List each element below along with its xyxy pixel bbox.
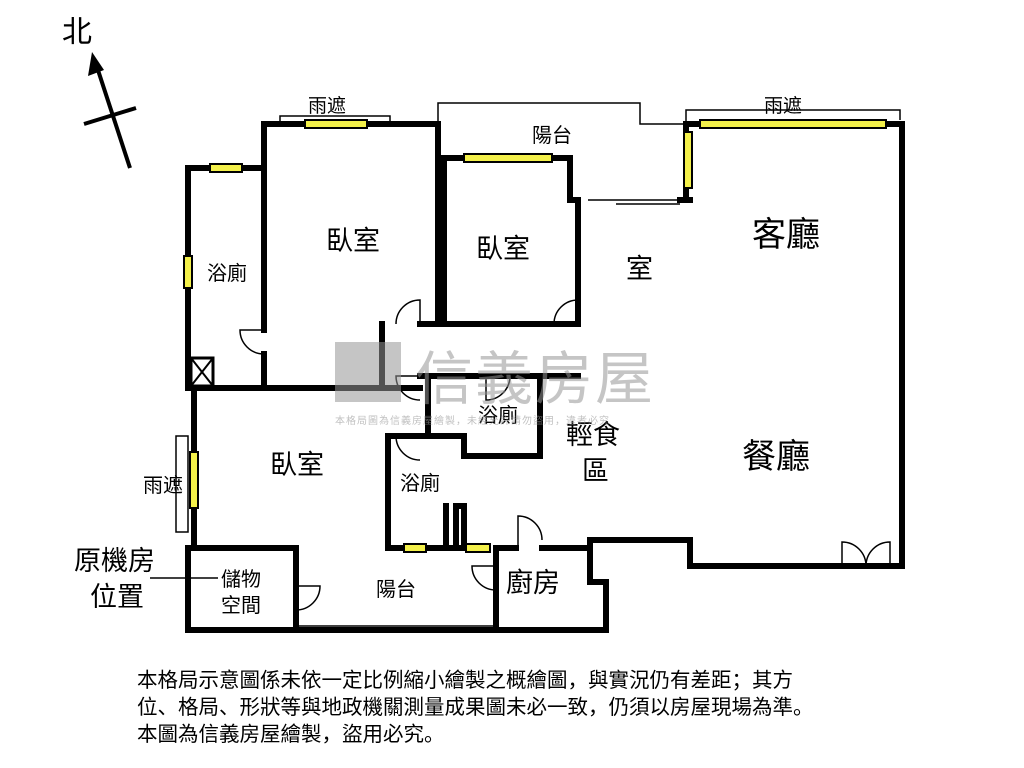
- room-label-kitchen: 廚房: [506, 568, 560, 599]
- room-label-bathroom-2: 浴廁: [478, 403, 518, 427]
- walls: [185, 121, 905, 633]
- room-label-storage-2: 空間: [221, 593, 261, 617]
- callout-machine-room-1: 原機房: [74, 546, 155, 577]
- sliding-door: [588, 199, 680, 205]
- awning-label-top-right: 雨遮: [764, 95, 802, 117]
- room-label-living-room: 客廳: [752, 215, 820, 255]
- room-label-bathroom-3: 浴廁: [400, 471, 440, 495]
- room-label-bedroom-1: 臥室: [326, 226, 380, 257]
- north-label: 北: [62, 15, 92, 50]
- disclaimer-line-1: 本格局示意圖係未依一定比例縮小繪製之概繪圖，與實況仍有差距；其方: [137, 668, 793, 692]
- windows: [183, 119, 887, 553]
- awning-label-top-left: 雨遮: [308, 95, 346, 117]
- callout-machine-room-2: 位置: [90, 582, 144, 613]
- north-arrow-icon: [83, 52, 137, 169]
- awning-label-left: 雨遮: [143, 473, 183, 497]
- room-label-light-meal-2: 區: [582, 456, 609, 487]
- disclaimer: 本格局示意圖係未依一定比例縮小繪製之概繪圖，與實況仍有差距；其方 位、格局、形狀…: [137, 667, 967, 748]
- awning-outlines: [175, 102, 901, 633]
- room-label-bathroom-1: 浴廁: [207, 261, 247, 285]
- room-label-storage-1: 儲物: [221, 567, 261, 591]
- disclaimer-line-2: 位、格局、形狀等與地政機關測量成果圖未必一致，仍須以房屋現場為準。: [137, 695, 814, 719]
- room-label-light-meal-1: 輕食: [566, 420, 620, 451]
- doors: [239, 299, 891, 611]
- room-label-bedroom-2: 臥室: [476, 234, 530, 265]
- room-label-dining-room: 餐廳: [742, 437, 810, 477]
- room-label-balcony-top: 陽台: [532, 123, 572, 147]
- room-label-bedroom-3: 臥室: [270, 450, 324, 481]
- disclaimer-line-3: 本圖為信義房屋繪製，盜用必究。: [137, 722, 445, 746]
- machine-room-marker: [189, 356, 215, 388]
- room-label-balcony-bottom: 陽台: [376, 577, 416, 601]
- floor-plan: 北: [62, 15, 905, 633]
- room-label-study: 室: [626, 254, 653, 285]
